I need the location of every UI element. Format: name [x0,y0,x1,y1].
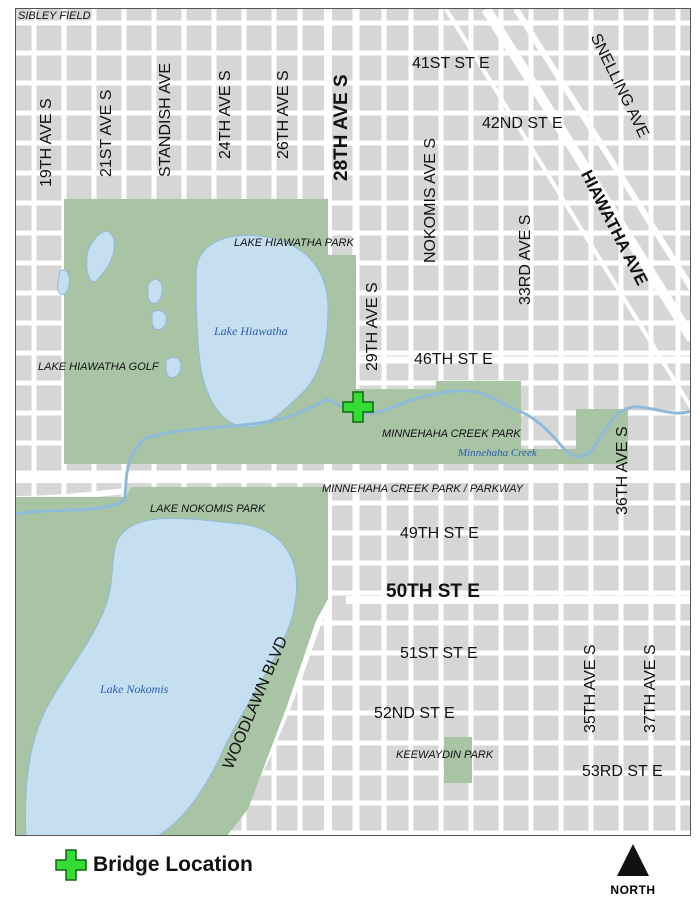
avenue-label-nokomis: NOKOMIS AVE S [422,137,439,263]
golf-pond [86,230,115,283]
legend-label: Bridge Location [93,853,253,876]
minnehaha-creek-label: Minnehaha Creek [458,447,537,459]
avenue-label-24th: 24TH AVE S [217,70,234,159]
avenue-label-35th: 35TH AVE S [582,644,599,733]
lake-hiawatha [195,234,329,428]
street-label-46th: 46TH ST E [414,351,493,368]
map-canvas [16,9,690,835]
lake-hiawatha-park-label: LAKE HIAWATHA PARK [234,237,354,249]
map[interactable]: SIBLEY FIELD 19TH AVE S 21ST AVE S STAND… [15,8,691,836]
water-bodies [24,230,329,835]
golf-pond [57,269,70,296]
bridge-marker [342,391,374,423]
hiawatha-ave-line [481,9,690,342]
minnehaha-creek-park-label: MINNEHAHA CREEK PARK [382,428,521,440]
avenue-label-19th: 19TH AVE S [38,98,55,187]
legend: Bridge Location [55,848,253,882]
north-arrow: NORTH [603,842,663,897]
lake-hiawatha-label: Lake Hiawatha [214,324,288,338]
golf-pond [147,278,163,304]
lake-nokomis [24,517,298,835]
street-label-42nd: 42ND ST E [482,115,563,132]
lake-hiawatha-golf-label: LAKE HIAWATHA GOLF [38,361,159,373]
north-label: NORTH [610,883,656,897]
avenue-label-37th: 37TH AVE S [642,644,659,733]
street-label-53rd: 53RD ST E [582,763,663,780]
north-arrow-icon [617,844,649,876]
avenue-label-28th: 28TH AVE S [331,74,352,181]
keewaydin-park [444,737,472,783]
street-label-49th: 49TH ST E [400,525,479,542]
golf-pond [165,356,182,378]
rail-line [444,9,690,410]
lake-nokomis-park-label: LAKE NOKOMIS PARK [150,503,266,515]
avenue-label-21st: 21ST AVE S [98,89,115,177]
creek-path [16,389,690,516]
lake-nokomis-label: Lake Nokomis [100,682,169,696]
street-label-41st: 41ST ST E [412,55,490,72]
golf-pond [151,309,167,330]
street-label-52nd: 52ND ST E [374,705,455,722]
avenue-label-26th: 26TH AVE S [275,70,292,159]
snelling-ave-line [513,9,690,291]
bridge-location-icon [342,391,374,423]
street-label-50th: 50TH ST E [386,581,480,602]
green-cross-icon [55,849,87,881]
parkway-label: MINNEHAHA CREEK PARK / PARKWAY [322,483,524,495]
keewaydin-park-label: KEEWAYDIN PARK [396,749,494,761]
avenue-label-standish: STANDISH AVE [157,62,174,177]
street-label-51st: 51ST ST E [400,645,478,662]
avenue-label-36th: 36TH AVE S [614,426,631,515]
minnehaha-creek-line [16,389,690,516]
avenue-label-29th: 29TH AVE S [364,282,381,371]
sibley-field-label: SIBLEY FIELD [18,10,91,22]
avenue-label-33rd: 33RD AVE S [517,214,534,305]
